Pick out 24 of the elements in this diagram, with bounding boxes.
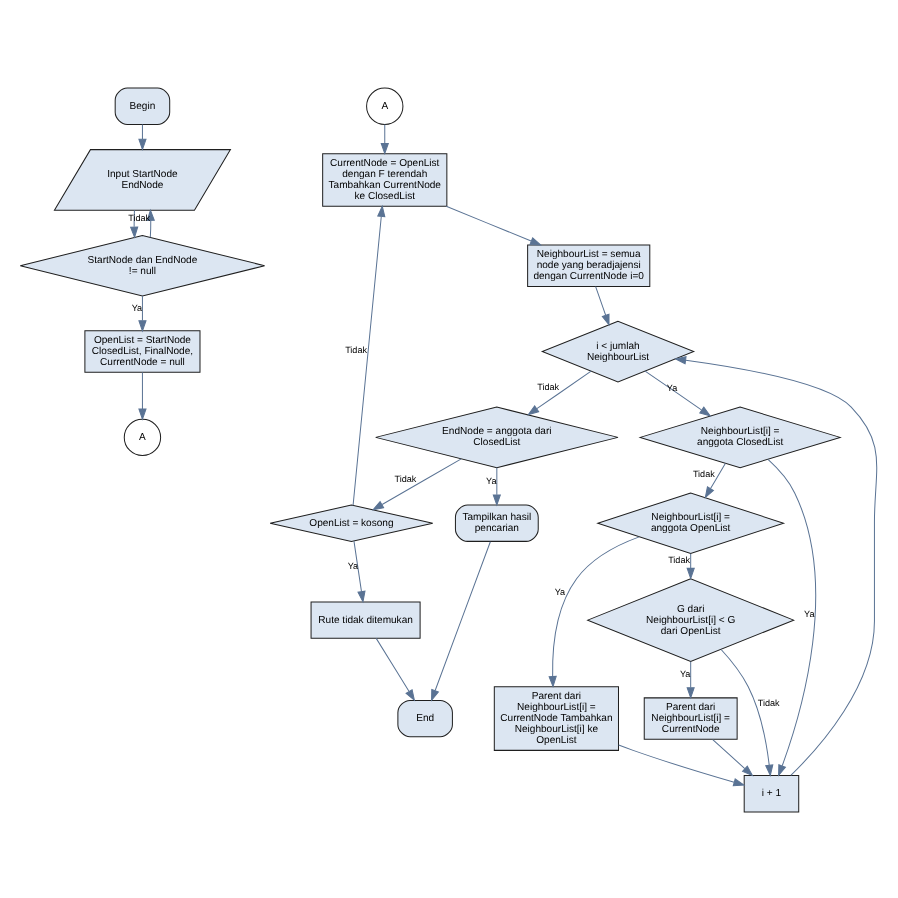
arrow — [686, 660, 695, 699]
arrow — [138, 370, 147, 420]
arrow — [595, 285, 610, 326]
arrow — [720, 647, 774, 776]
arrow — [353, 539, 366, 603]
arrow — [767, 457, 817, 776]
arrow — [618, 743, 746, 786]
arrow — [431, 540, 491, 701]
arrow — [527, 369, 592, 415]
arrow — [686, 552, 695, 579]
arrow — [644, 369, 712, 416]
arrow — [712, 738, 754, 776]
arrow — [138, 123, 147, 150]
arrow — [380, 123, 389, 155]
arrow — [674, 355, 878, 775]
arrow — [548, 535, 640, 688]
arrow — [371, 457, 462, 510]
arrow — [146, 207, 155, 237]
arrow — [375, 636, 416, 701]
arrow — [492, 466, 502, 506]
arrow — [445, 204, 543, 245]
arrow — [352, 203, 386, 505]
arrow — [138, 294, 147, 332]
arrow — [704, 462, 726, 498]
